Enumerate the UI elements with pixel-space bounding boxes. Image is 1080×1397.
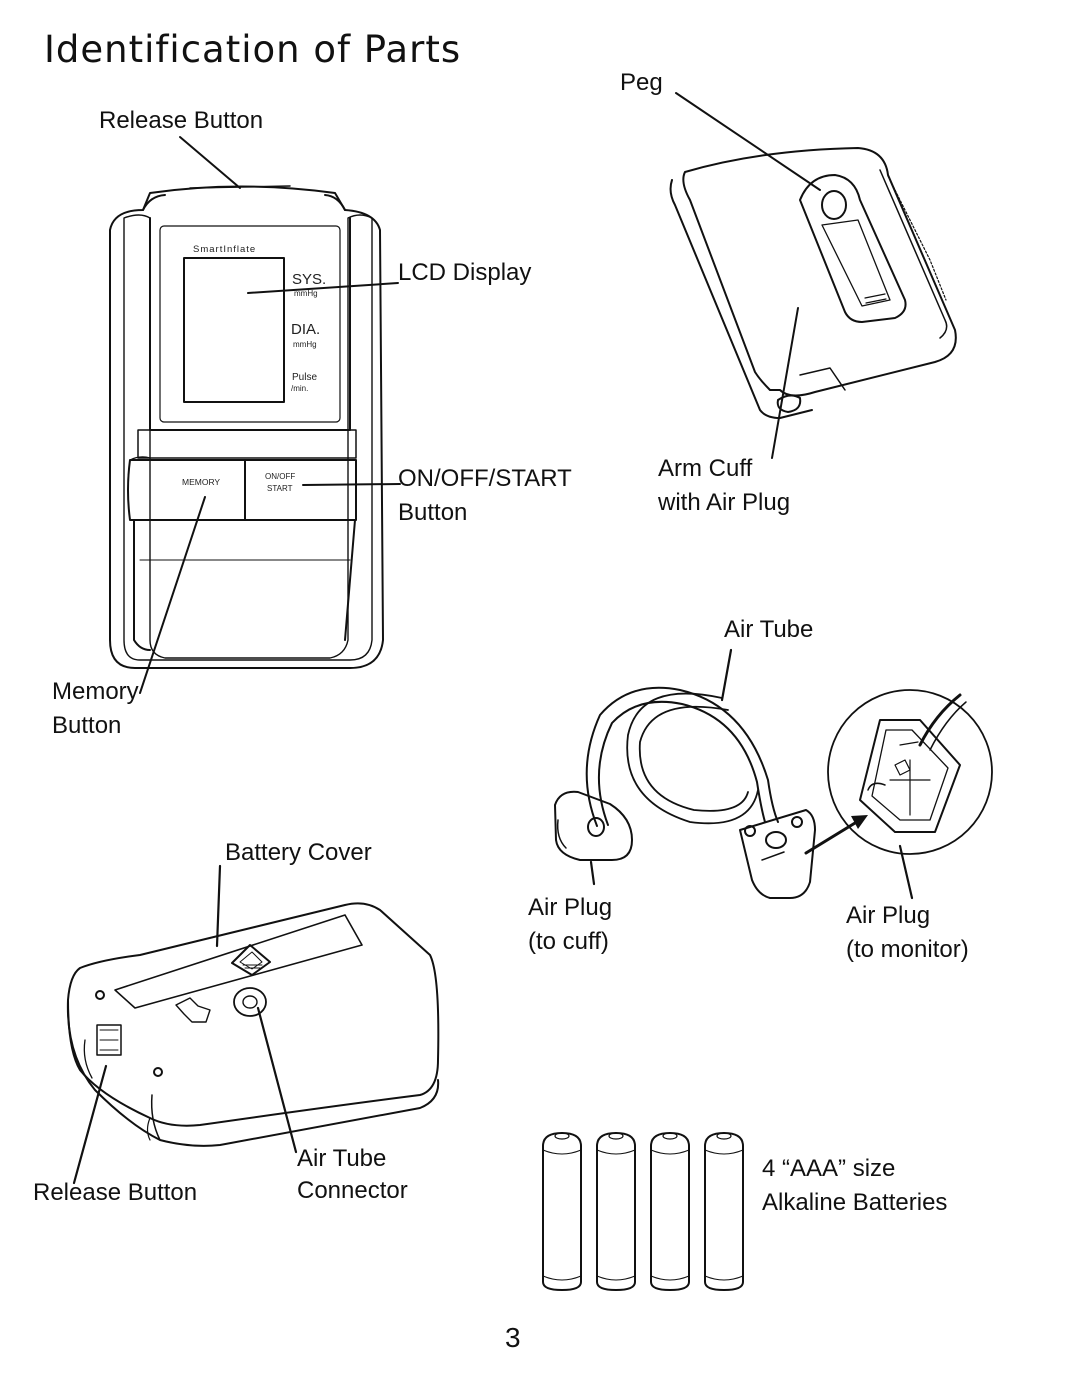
pulse-label: Pulse	[292, 372, 317, 383]
peg-label: Peg	[620, 69, 663, 96]
air-plug-magnified	[827, 689, 993, 855]
onoff-start-label: ON/OFF/START	[398, 465, 572, 492]
arm-cuff-label: Arm Cuff	[658, 455, 753, 482]
air-tube-label: Air Tube	[724, 616, 814, 643]
dia-label: DIA.	[291, 321, 320, 338]
monitor-face-text: SmartInflate SYS. mmHg DIA. mmHg Pulse /…	[182, 244, 326, 493]
air-tube	[554, 686, 816, 899]
battery-4	[704, 1132, 744, 1291]
onoff-key-label: ON/OFF	[265, 472, 295, 481]
arm-cuff	[669, 147, 957, 419]
memory-key-label: MEMORY	[182, 477, 220, 487]
batteries	[542, 1132, 744, 1291]
sys-unit: mmHg	[294, 289, 318, 298]
release-button-top-label: Release Button	[99, 107, 264, 134]
air-plug-monitor-label-line2: (to monitor)	[846, 936, 969, 963]
page-title: Identification of Parts	[44, 28, 462, 71]
monitor-back	[66, 902, 440, 1147]
air-plug-monitor-label: Air Plug	[846, 902, 931, 929]
air-plug-cuff-label: Air Plug	[528, 894, 613, 921]
battery-1	[542, 1132, 582, 1291]
arm-cuff-label-line2: with Air Plug	[658, 489, 791, 516]
batteries-label-line2: Alkaline Batteries	[762, 1189, 948, 1216]
page-number: 3	[505, 1322, 521, 1353]
brand-logo: SmartInflate	[193, 244, 256, 255]
start-key-label: START	[267, 484, 293, 493]
memory-button-label: Memory	[52, 678, 139, 705]
release-button-bottom-label: Release Button	[33, 1179, 198, 1206]
battery-cover-label: Battery Cover	[225, 839, 372, 866]
memory-button-label-line2: Button	[52, 712, 122, 739]
battery-3	[650, 1132, 690, 1291]
dia-unit: mmHg	[293, 340, 317, 349]
air-tube-connector-label-line2: Connector	[297, 1177, 408, 1204]
onoff-start-label-line2: Button	[398, 499, 468, 526]
sys-label: SYS.	[292, 271, 326, 288]
battery-2	[596, 1132, 636, 1291]
monitor-front	[109, 185, 384, 669]
air-tube-connector-label: Air Tube	[297, 1145, 387, 1172]
air-plug-cuff-label-line2: (to cuff)	[528, 928, 609, 955]
lcd-display-label: LCD Display	[398, 259, 532, 286]
pulse-unit: /min.	[291, 384, 308, 393]
batteries-label: 4 “AAA” size	[762, 1155, 896, 1182]
